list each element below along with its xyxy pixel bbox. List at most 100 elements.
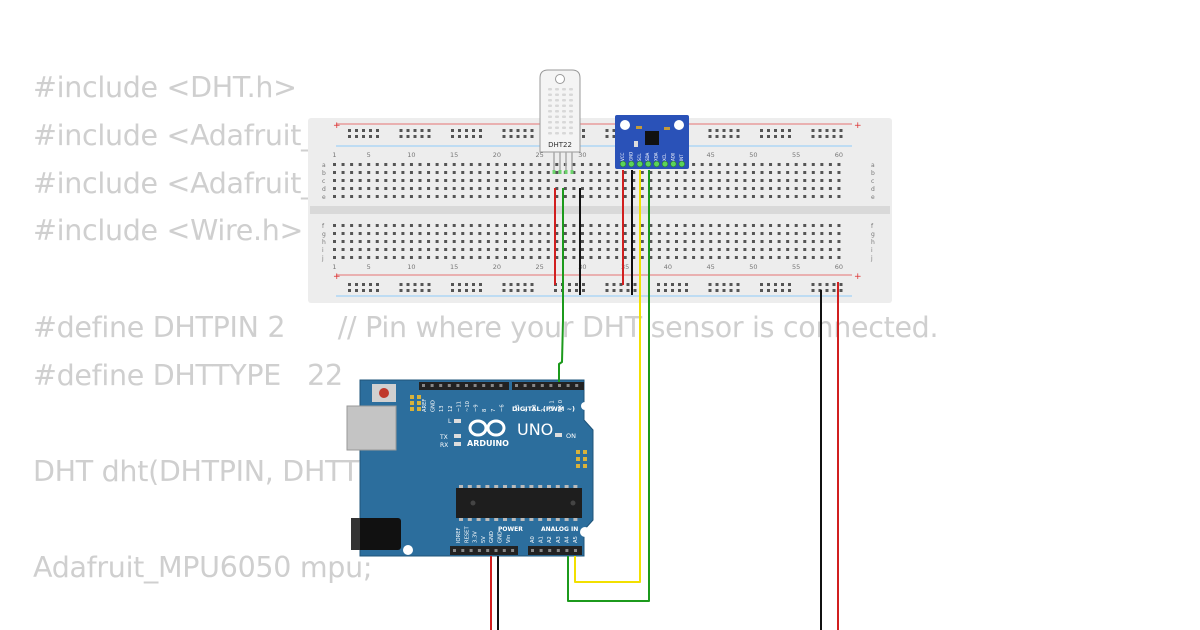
- breadboard-hole: [409, 195, 413, 198]
- breadboard-hole: [649, 232, 653, 235]
- dht22-grille-slot: [569, 93, 573, 96]
- breadboard-hole: [709, 187, 713, 190]
- breadboard-hole: [786, 171, 790, 174]
- column-number: 1: [332, 263, 336, 271]
- breadboard-hole: [640, 187, 644, 190]
- breadboard-hole: [546, 256, 550, 259]
- breadboard-hole: [743, 195, 747, 198]
- breadboard-hole: [512, 240, 516, 243]
- rail-hole: [825, 129, 829, 132]
- rail-hole: [413, 129, 417, 132]
- rail-hole: [369, 283, 372, 286]
- chip-pin: [485, 518, 490, 521]
- breadboard-hole: [572, 195, 576, 198]
- breadboard-hole: [469, 179, 473, 182]
- row-letter: c: [871, 178, 874, 185]
- header-pin: [566, 384, 570, 387]
- breadboard-hole: [760, 187, 764, 190]
- dht22-grille-slot: [555, 121, 559, 124]
- breadboard-hole: [803, 187, 807, 190]
- breadboard-hole: [820, 232, 824, 235]
- rail-hole: [736, 283, 740, 286]
- rail-hole: [575, 283, 578, 286]
- breadboard-hole: [504, 163, 507, 166]
- breadboard-hole: [751, 195, 755, 198]
- breadboard-hole: [623, 195, 627, 198]
- analog-pin-label: A4: [564, 535, 570, 543]
- rail-hole: [502, 129, 506, 132]
- breadboard-hole: [333, 171, 336, 174]
- dht22-grille-slot: [548, 88, 552, 91]
- chip-pin: [476, 518, 481, 521]
- arduino-logo-right: [486, 419, 506, 437]
- breadboard-hole: [367, 179, 371, 182]
- rail-hole: [509, 289, 513, 292]
- header-pin: [539, 549, 543, 552]
- icsp-pin: [576, 450, 580, 454]
- breadboard-hole: [384, 179, 388, 182]
- breadboard-hole: [743, 171, 747, 174]
- breadboard-hole: [666, 171, 670, 174]
- breadboard-hole: [461, 171, 465, 174]
- rail-hole: [427, 135, 431, 138]
- breadboard-hole: [358, 224, 362, 227]
- breadboard-hole: [495, 171, 499, 174]
- breadboard-hole: [538, 240, 542, 243]
- breadboard-hole: [469, 163, 473, 166]
- dht22-leg-contact: [558, 170, 562, 174]
- rail-hole: [465, 129, 468, 132]
- mpu6050-hole: [620, 120, 630, 130]
- breadboard-hole: [504, 187, 507, 190]
- mounting-hole: [580, 527, 590, 537]
- breadboard-hole: [760, 163, 764, 166]
- rail-hole: [671, 283, 674, 286]
- chip-dot: [570, 500, 576, 506]
- breadboard-hole: [598, 195, 602, 198]
- dht22-grille-slot: [555, 132, 559, 135]
- breadboard-hole: [828, 195, 832, 198]
- breadboard-hole: [640, 195, 644, 198]
- header-pin: [453, 549, 456, 552]
- breadboard-hole: [615, 195, 619, 198]
- breadboard-hole: [418, 240, 422, 243]
- breadboard-hole: [350, 179, 354, 182]
- breadboard-hole: [615, 179, 619, 182]
- breadboard-hole: [683, 256, 687, 259]
- breadboard-hole: [418, 179, 422, 182]
- row-letter: c: [322, 178, 325, 185]
- dht22-grille-slot: [562, 121, 566, 124]
- breadboard-hole: [709, 179, 713, 182]
- chip-pin: [529, 485, 534, 488]
- breadboard-hole: [435, 195, 439, 198]
- breadboard-hole: [615, 256, 619, 259]
- breadboard-hole: [675, 248, 678, 251]
- digital-pin-label: 7: [491, 409, 497, 412]
- breadboard-hole: [675, 240, 678, 243]
- mpu6050-pin: [628, 160, 635, 168]
- breadboard-hole: [580, 171, 584, 174]
- breadboard-hole: [358, 195, 362, 198]
- breadboard-hole: [435, 171, 439, 174]
- code-line: #define DHTPIN 2 // Pin where your DHT s…: [33, 311, 939, 344]
- breadboard-hole: [803, 195, 807, 198]
- header-pin: [558, 384, 561, 387]
- rail-hole: [355, 289, 358, 292]
- rail-hole: [612, 135, 616, 138]
- column-number: 30: [578, 263, 586, 271]
- rail-hole: [502, 135, 506, 138]
- chip-dot: [470, 500, 476, 506]
- breadboard-hole: [401, 187, 405, 190]
- chip-pin: [459, 518, 463, 521]
- breadboard-hole: [521, 240, 525, 243]
- breadboard-hole: [546, 171, 550, 174]
- breadboard-hole: [623, 256, 627, 259]
- breadboard-hole: [427, 163, 431, 166]
- rail-hole: [671, 289, 674, 292]
- arduino-logo-left: [468, 419, 488, 437]
- icsp-pin: [410, 401, 414, 405]
- breadboard-hole: [692, 240, 696, 243]
- chip-pin: [564, 485, 569, 488]
- chip-pin: [511, 518, 516, 521]
- breadboard-hole: [700, 232, 704, 235]
- rail-hole: [839, 283, 843, 286]
